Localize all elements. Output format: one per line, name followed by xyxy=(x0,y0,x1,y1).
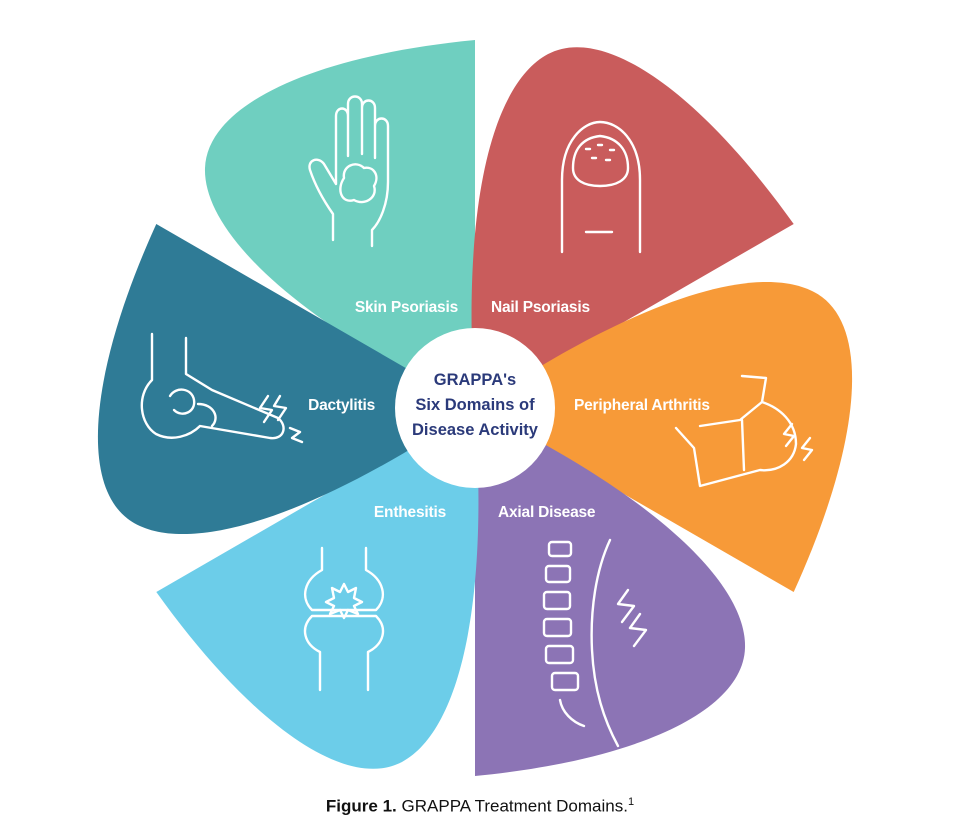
swollen-foot-icon xyxy=(140,332,304,444)
label-nail-psoriasis: Nail Psoriasis xyxy=(491,299,590,316)
caption-prefix: Figure 1. xyxy=(325,796,397,816)
petal-skin-psoriasis xyxy=(204,40,475,408)
center-title-line1: GRAPPA's xyxy=(434,371,516,389)
caption-text: GRAPPA Treatment Domains. xyxy=(401,796,628,816)
petal-peripheral-arthritis xyxy=(475,281,853,592)
petal-enthesitis xyxy=(156,408,479,769)
hand-plaque-icon xyxy=(308,95,390,248)
petal-dactylitis xyxy=(97,224,475,535)
center-circle xyxy=(395,328,555,488)
center-title-line2: Six Domains of xyxy=(415,396,535,414)
finger-joint-icon xyxy=(674,374,814,488)
knee-joint-icon xyxy=(303,546,385,692)
label-peripheral-arthritis: Peripheral Arthritis xyxy=(574,397,710,414)
label-skin-psoriasis: Skin Psoriasis xyxy=(355,299,458,316)
caption-reference: 1 xyxy=(627,796,635,808)
center-title-line3: Disease Activity xyxy=(412,421,539,439)
spine-icon xyxy=(542,538,648,748)
label-enthesitis: Enthesitis xyxy=(374,504,446,521)
label-dactylitis: Dactylitis xyxy=(308,397,375,414)
petal-nail-psoriasis xyxy=(471,47,794,408)
petal-axial-disease xyxy=(475,408,746,776)
figure-caption: Figure 1. GRAPPA Treatment Domains.1 xyxy=(0,796,960,817)
six-domains-diagram: GRAPPA's Six Domains of Disease Activity… xyxy=(97,40,853,776)
label-axial-disease: Axial Disease xyxy=(498,504,596,521)
toenail-icon xyxy=(560,120,642,254)
